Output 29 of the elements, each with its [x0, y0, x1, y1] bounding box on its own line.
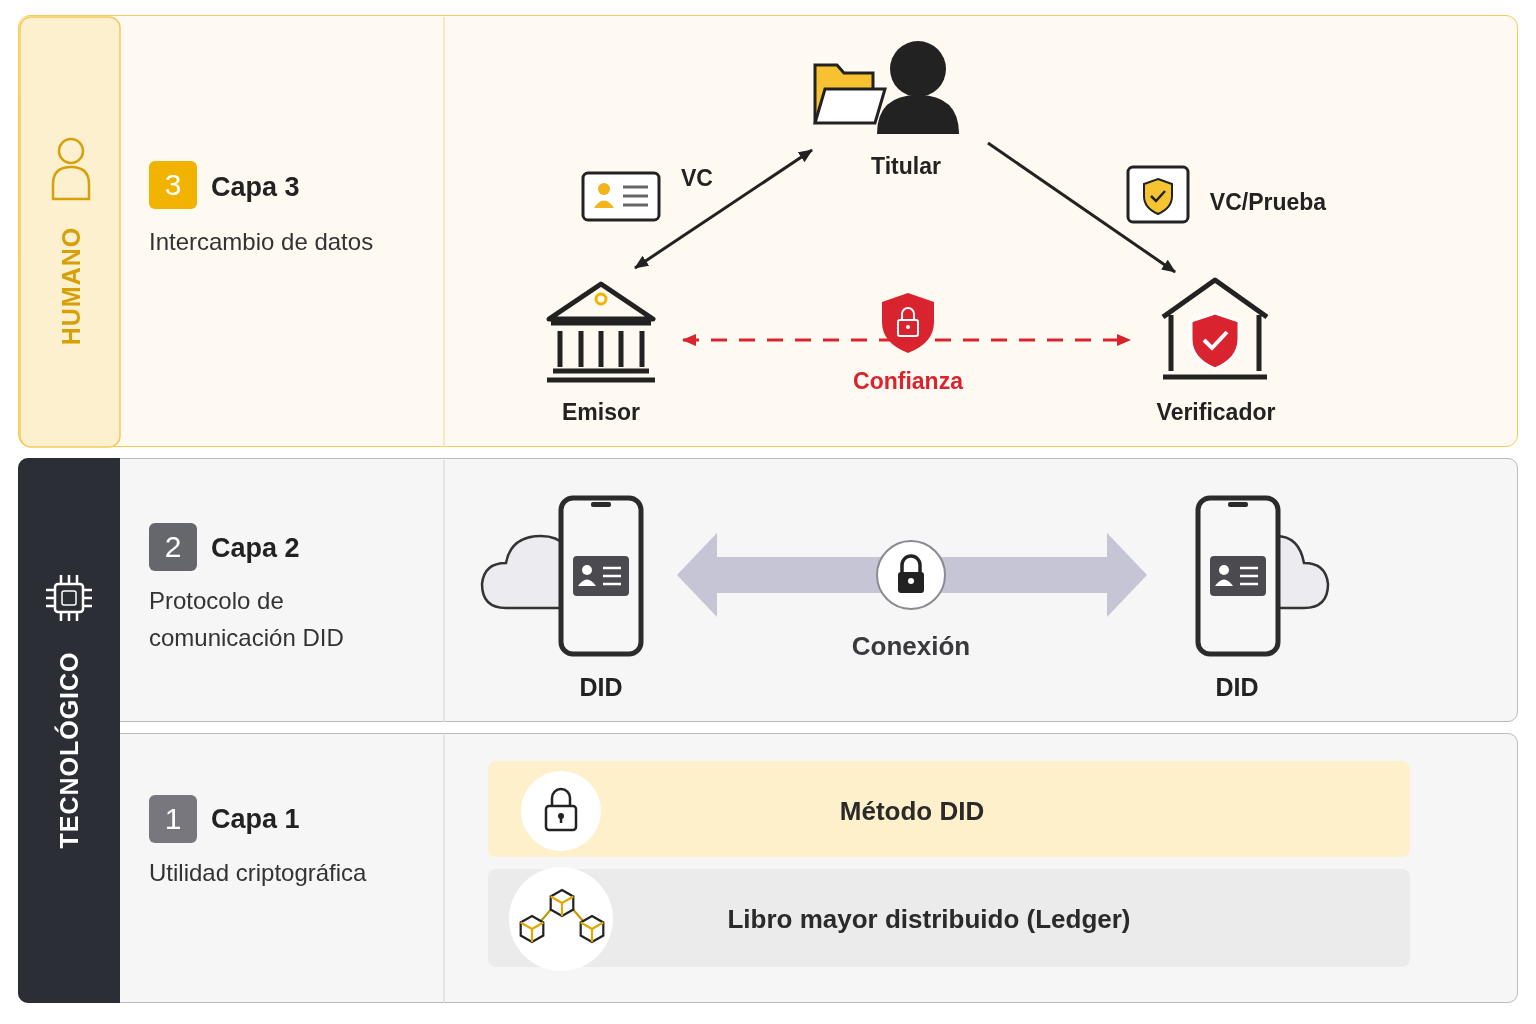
- number-badge: 3: [149, 161, 197, 209]
- edge-label: Conexión: [851, 630, 971, 662]
- node-label: Titular: [871, 152, 941, 180]
- layer-title: Capa 2: [211, 532, 300, 564]
- layer-description: Intercambio de datos: [149, 227, 375, 257]
- double-arrow: [677, 532, 1147, 617]
- node-label: DID: [1215, 672, 1259, 702]
- edge-label: VC: [681, 164, 713, 192]
- method-bar: [488, 761, 1410, 857]
- edge-label: Confianza: [853, 367, 963, 395]
- category-label: HUMANO: [56, 226, 86, 346]
- number-badge: 1: [149, 795, 197, 843]
- edge-label: VC/Prueba: [1209, 188, 1327, 216]
- arrow: [682, 334, 1131, 347]
- layer-title: Capa 1: [211, 803, 300, 835]
- number-badge: 2: [149, 523, 197, 571]
- layer-title: Capa 3: [211, 171, 300, 203]
- layer-panel: [18, 15, 1518, 447]
- arrow: [634, 148, 813, 270]
- side-tab: [18, 458, 120, 1003]
- category-label: TECNOLÓGICO: [54, 651, 84, 849]
- layer-description: Utilidad criptográfica: [149, 858, 368, 888]
- layer-description: Protocolo de comunicación DID: [149, 586, 345, 653]
- arrow: [987, 141, 1176, 274]
- bar-label: Libro mayor distribuido (Ledger): [727, 903, 1131, 935]
- node-label: DID: [579, 672, 623, 702]
- node-label: Verificador: [1156, 398, 1276, 426]
- node-label: Emisor: [562, 398, 640, 426]
- bar-label: Método DID: [839, 795, 985, 827]
